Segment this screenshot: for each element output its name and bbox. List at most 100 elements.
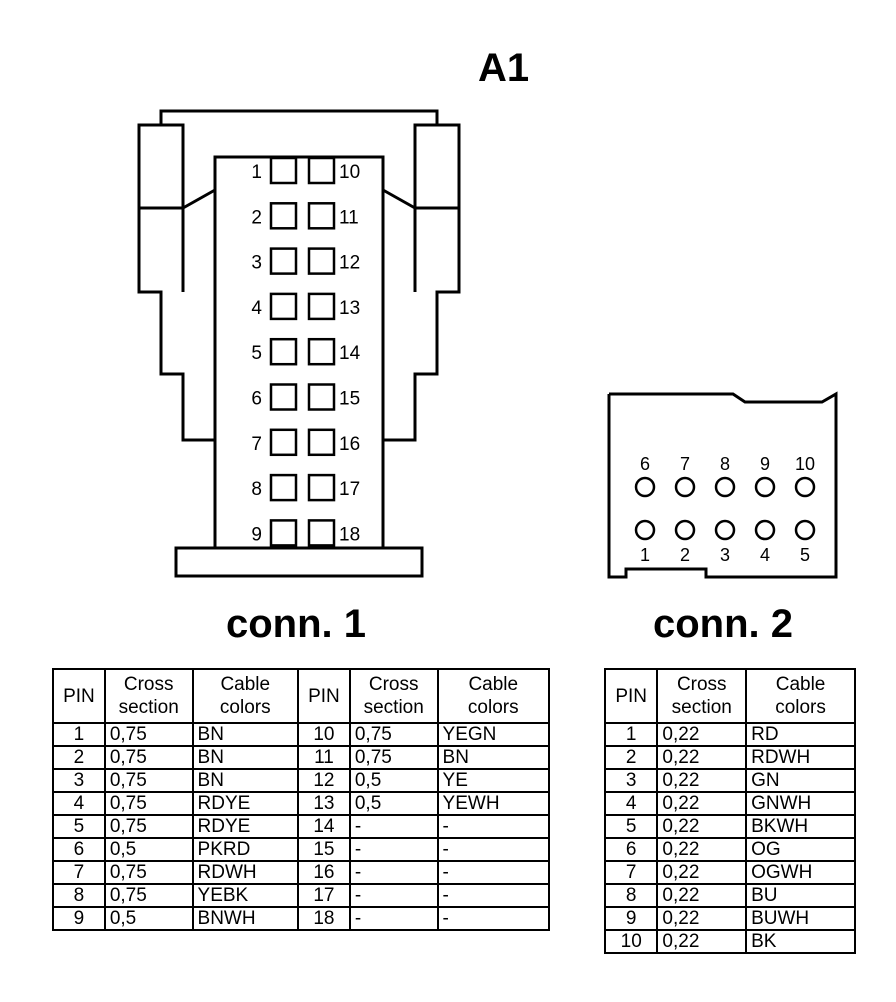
table-cell: BUWH xyxy=(745,906,856,931)
column-header: PIN xyxy=(297,668,351,724)
table-cell: 4 xyxy=(52,791,106,816)
conn1-pin-label: 16 xyxy=(339,434,360,455)
table-cell: RDYE xyxy=(191,791,300,816)
conn1-pin-label: 18 xyxy=(339,524,360,545)
table-cell: 7 xyxy=(52,860,106,885)
table-cell: BN xyxy=(191,768,300,793)
table-cell: RDYE xyxy=(191,814,300,839)
conn1-pin-label: 11 xyxy=(339,207,359,228)
conn2-pin-socket xyxy=(674,476,696,498)
table-cell: 15 xyxy=(297,837,351,862)
table-cell: 0,75 xyxy=(103,814,194,839)
conn2-pin-label: 5 xyxy=(800,545,810,565)
table-cell: BN xyxy=(191,745,300,770)
conn2-pin-label: 2 xyxy=(680,545,690,565)
conn1-pin-socket xyxy=(307,383,336,411)
conn1-pin-label: 5 xyxy=(251,343,262,364)
table-cell: 2 xyxy=(52,745,106,770)
table-cell: 10 xyxy=(297,722,351,747)
table-cell: 1 xyxy=(52,722,106,747)
table-cell: BU xyxy=(745,883,856,908)
conn2-pin-socket xyxy=(634,476,656,498)
table-cell: 5 xyxy=(52,814,106,839)
conn2-pin-label: 8 xyxy=(720,454,730,474)
table-cell: - xyxy=(436,814,551,839)
table-cell: 0,75 xyxy=(103,860,194,885)
table-cell: 0,22 xyxy=(656,722,748,747)
table-cell: 4 xyxy=(603,791,659,816)
table-cell: YE xyxy=(436,768,551,793)
conn1-pin-socket xyxy=(269,156,298,185)
conn1-pin-socket xyxy=(307,292,336,321)
table-cell: RDWH xyxy=(191,860,300,885)
table-cell: YEGN xyxy=(436,722,551,747)
conn1-pin-label: 7 xyxy=(251,434,262,455)
conn1-pin-socket xyxy=(269,247,298,275)
conn1-pin-socket xyxy=(269,383,298,411)
conn2-pin-socket xyxy=(714,519,736,541)
conn2-pin-label: 4 xyxy=(760,545,770,565)
conn1-pin-socket xyxy=(307,473,336,502)
table-cell: 0,22 xyxy=(656,929,748,954)
conn1-pin-label: 6 xyxy=(251,389,262,410)
conn1-pin-socket xyxy=(269,337,298,366)
table-cell: BN xyxy=(436,745,551,770)
conn1-pin-label: 3 xyxy=(251,253,262,274)
table-cell: BNWH xyxy=(191,906,300,931)
table-cell: - xyxy=(348,883,439,908)
conn1-pin-label: 10 xyxy=(339,162,360,183)
conn2-title: conn. 2 xyxy=(653,602,794,646)
conn1-pin-label: 1 xyxy=(251,162,262,183)
conn2-pin-label: 7 xyxy=(680,454,690,474)
table-cell: 6 xyxy=(603,837,659,862)
conn1-pin-socket xyxy=(269,473,298,502)
table-cell: 17 xyxy=(297,883,351,908)
conn2-pin-socket xyxy=(794,476,816,498)
table-cell: YEWH xyxy=(436,791,551,816)
table-cell: GN xyxy=(745,768,856,793)
table-cell: - xyxy=(436,906,551,931)
table-cell: PKRD xyxy=(191,837,300,862)
table-cell: 2 xyxy=(603,745,659,770)
table-cell: 0,5 xyxy=(348,791,439,816)
conn2-pin-socket xyxy=(794,519,816,541)
table-cell: 0,75 xyxy=(348,722,439,747)
conn1-housing xyxy=(137,109,461,578)
table-cell: 14 xyxy=(297,814,351,839)
table-cell: - xyxy=(348,814,439,839)
table-cell: 0,22 xyxy=(656,791,748,816)
table-cell: BKWH xyxy=(745,814,856,839)
table-cell: YEBK xyxy=(191,883,300,908)
table-cell: 12 xyxy=(297,768,351,793)
table-cell: 0,22 xyxy=(656,768,748,793)
conn1-pin-socket xyxy=(307,337,336,366)
table-cell: 0,5 xyxy=(348,768,439,793)
table-cell: 3 xyxy=(603,768,659,793)
table-cell: 0,75 xyxy=(103,791,194,816)
table-cell: OGWH xyxy=(745,860,856,885)
table-cell: 0,75 xyxy=(348,745,439,770)
column-header: PIN xyxy=(603,668,659,724)
conn1-pin-label: 9 xyxy=(251,524,262,545)
table-cell: 0,22 xyxy=(656,883,748,908)
conn1-pin-socket xyxy=(269,292,298,321)
table-cell: 11 xyxy=(297,745,351,770)
